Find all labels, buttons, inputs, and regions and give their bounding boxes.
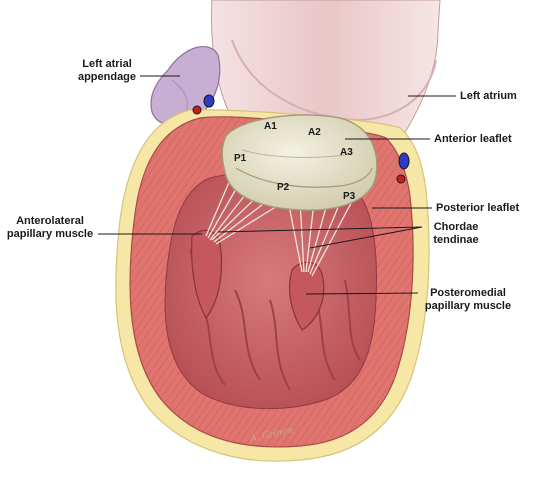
posterior-leaflet-label: Posterior leaflet xyxy=(436,202,520,214)
anterolateral-papillary-muscle-label: Anterolateral papillary muscle xyxy=(2,215,98,241)
valve-segment-a1: A1 xyxy=(264,121,277,132)
valve-segment-a3: A3 xyxy=(340,147,353,158)
chordae-tendinae-label-line2: tendinae xyxy=(433,234,479,246)
anterior-leaflet-label: Anterior leaflet xyxy=(434,133,512,145)
chordae-tendinae-label-line1: Chordae xyxy=(433,221,479,233)
mitral-valve xyxy=(221,114,378,211)
valve-segment-p2: P2 xyxy=(277,182,290,193)
posteromedial-papillary-muscle-label: Posteromedial papillary muscle xyxy=(420,287,516,313)
coronary-vessels xyxy=(192,94,410,184)
leader-lines xyxy=(98,75,456,295)
left-atrial-appendage-label-line1: Left atrial xyxy=(82,58,132,70)
left-atrial-appendage-label-line2: appendage xyxy=(77,71,137,83)
anterolateral-papillary-muscle-label-line2: papillary muscle xyxy=(6,228,94,240)
left-atrium-label: Left atrium xyxy=(460,90,517,102)
valve-segment-a2: A2 xyxy=(308,127,321,138)
posteromedial-papillary-muscle-label-line2: papillary muscle xyxy=(424,300,512,312)
valve-segment-p3: P3 xyxy=(343,191,356,202)
posteromedial-papillary-muscle-label-line1: Posteromedial xyxy=(430,287,506,299)
valve-segment-p1: P1 xyxy=(234,153,247,164)
anterolateral-papillary-muscle-label-line1: Anterolateral xyxy=(16,215,84,227)
left-atrial-appendage-label: Left atrial appendage xyxy=(68,58,146,84)
chordae-tendinae-label: Chordae tendinae xyxy=(426,221,486,247)
